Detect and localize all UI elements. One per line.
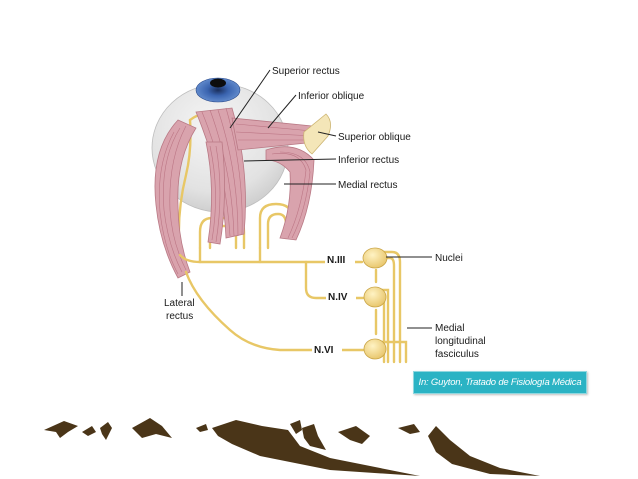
nerve-trunks <box>178 246 408 364</box>
medial-rectus-muscle <box>265 146 315 241</box>
label-inferior-oblique: Inferior oblique <box>298 91 365 102</box>
label-superior-oblique: Superior oblique <box>338 132 411 143</box>
label-n4: N.IV <box>328 292 348 303</box>
label-n3: N.III <box>327 255 346 266</box>
source-credit-banner: In: Guyton, Tratado de Fisiología Médica <box>413 371 587 394</box>
label-superior-rectus: Superior rectus <box>272 66 340 77</box>
label-mlf-1: Medial <box>435 323 464 334</box>
label-medial-rectus: Medial rectus <box>338 180 397 191</box>
inferior-oblique-muscle <box>231 117 317 151</box>
nucleus-n6 <box>363 338 387 360</box>
iris <box>195 77 241 103</box>
nucleus-n4 <box>363 286 387 308</box>
label-lateral-rectus-2: rectus <box>166 311 193 322</box>
pupil <box>210 78 226 88</box>
label-inferior-rectus: Inferior rectus <box>338 155 399 166</box>
leader-lines <box>181 69 432 329</box>
superior-oblique-trochlea <box>303 113 331 155</box>
decorative-brush-strokes <box>44 418 540 476</box>
nucleus-n3 <box>362 247 388 269</box>
label-nuclei: Nuclei <box>435 253 463 264</box>
label-mlf-2: longitudinal <box>435 336 486 347</box>
label-mlf-3: fasciculus <box>435 349 479 360</box>
label-n6: N.VI <box>314 345 334 356</box>
label-lateral-rectus-1: Lateral <box>164 298 195 309</box>
lateral-rectus-muscle <box>154 119 197 279</box>
inferior-rectus-muscle <box>205 141 225 245</box>
